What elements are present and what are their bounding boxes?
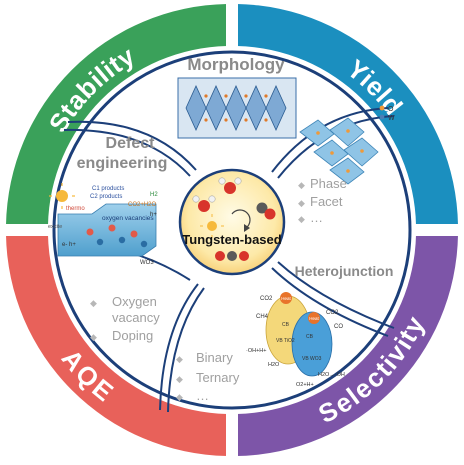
water-molecule-2-icon	[218, 177, 242, 194]
crystal-lattice-figure	[177, 77, 297, 139]
hetero-bullet-binary: Binary	[196, 350, 233, 365]
heat-label-2: Heat	[309, 316, 319, 321]
wo3-label: WO3	[140, 260, 154, 266]
co2-h2o-label: CO2+H2O	[128, 202, 157, 208]
phase-bullet-more: …	[310, 210, 323, 225]
cycle-arrowhead-icon	[244, 224, 250, 232]
co2-molecule-icon	[215, 251, 249, 261]
heterojunction-bullets: ◆ Binary ◆ Ternary ◆ …	[176, 350, 240, 403]
h2o-label: H2O	[268, 362, 280, 368]
center-molecules	[192, 177, 276, 261]
h2o-oh-label: H2O→·OH	[318, 372, 345, 378]
ring-yield-segment	[237, 4, 458, 225]
vb-wo3-label: VB WO3	[302, 356, 322, 362]
water-molecule-1-icon	[192, 195, 216, 212]
e-h-label: e- h+	[62, 242, 76, 248]
heat-label-1: Heat	[281, 296, 291, 301]
heterojunction-figure: Heat Heat CO2 CH4 CO2 CO CB CB VB TiO2 V…	[246, 292, 345, 388]
legend-o-label: O	[388, 106, 394, 113]
ch4-label: CH4	[256, 314, 269, 320]
defect-bullet-vacancy: vacancy	[112, 310, 160, 325]
vb-tio2-label: VB TiO2	[276, 338, 295, 344]
defect-bullet-oxygen: Oxygen	[112, 294, 157, 309]
hetero-bullet-more: …	[196, 388, 209, 403]
bullet-diamond: ◆	[90, 298, 97, 308]
oxygen-vacancy-figure: C1 products C2 products thermo CO2+H2O H…	[48, 183, 158, 266]
ring-aqe-segment	[6, 235, 227, 456]
legend-w-label: W	[388, 115, 395, 122]
c2-products-label: C2 products	[90, 194, 122, 200]
bullet-diamond: ◆	[176, 374, 183, 384]
o2-h-label: O2+H+	[296, 382, 314, 388]
thermo-label: thermo	[66, 206, 85, 212]
hetero-bullet-ternary: Ternary	[196, 370, 240, 385]
center-label: Tungsten-based	[182, 232, 281, 247]
ring-gap-top	[226, 0, 238, 50]
h-plus-label: h+	[150, 212, 157, 218]
co2-left-label: CO2	[260, 296, 273, 302]
cb-label-2: CB	[306, 334, 314, 340]
ring-gap-bottom	[226, 410, 238, 460]
legend-w-dot	[379, 114, 385, 120]
bullet-diamond: ◆	[298, 180, 305, 190]
bullet-diamond: ◆	[298, 214, 305, 224]
oh-h-label: ·OH+H+	[246, 348, 266, 354]
co-molecule-icon	[256, 202, 276, 220]
phase-facet-figure: O W	[299, 105, 395, 185]
sun-icon	[56, 190, 68, 202]
phase-bullet-phase: Phase	[310, 176, 347, 191]
ring-gap-left	[0, 224, 52, 236]
h2-label: H2	[150, 192, 158, 198]
sun-center-icon	[200, 214, 224, 238]
morphology-title: Morphology	[187, 55, 285, 74]
defect-title-line2: engineering	[77, 155, 168, 172]
ring-gap-right	[412, 224, 464, 236]
defect-bullet-doping: Doping	[112, 328, 153, 343]
center-circle	[178, 168, 286, 276]
cycle-arrow-icon	[231, 209, 251, 229]
cb-label-1: CB	[282, 322, 290, 328]
bullet-diamond: ◆	[90, 332, 97, 342]
co-label: CO	[334, 324, 343, 330]
bullet-diamond: ◆	[298, 198, 305, 208]
bullet-diamond: ◆	[176, 354, 183, 364]
c1-products-label: C1 products	[92, 186, 124, 192]
ring-stability-segment	[6, 4, 227, 225]
defect-bullets: ◆ Oxygen vacancy ◆ Doping	[90, 294, 160, 343]
co2-right-label: CO2	[326, 310, 339, 316]
phase-bullets: ◆ Phase ◆ Facet ◆ …	[298, 176, 347, 225]
defect-title-line1: Defect	[106, 135, 156, 152]
legend-o-dot	[379, 105, 385, 111]
phase-bullet-facet: Facet	[310, 194, 343, 209]
oxygen-vacancies-label: oxygen vacancies	[102, 215, 154, 222]
excite-label: excite	[48, 224, 62, 230]
ring-selectivity-segment	[237, 235, 458, 456]
bullet-diamond: ◆	[176, 392, 183, 402]
heterojunction-title: Heterojunction	[295, 263, 394, 279]
